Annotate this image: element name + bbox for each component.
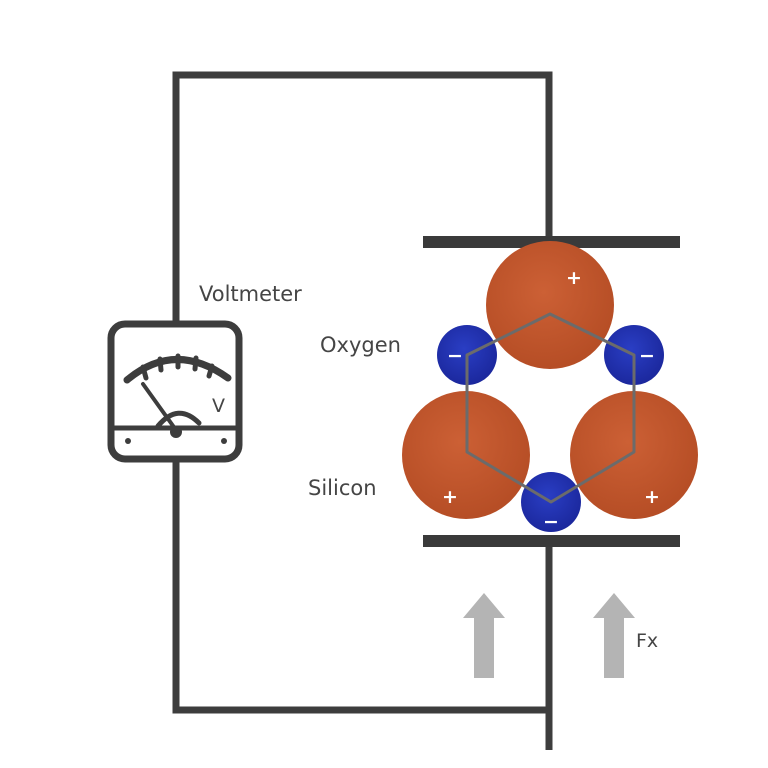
- circuit-wire: [172, 71, 553, 750]
- negative-charge: −: [639, 345, 655, 367]
- meter-terminal: [221, 438, 227, 444]
- bottom-plate: [423, 535, 680, 547]
- meter-tick: [140, 364, 149, 381]
- analog-voltmeter-icon: [113, 353, 237, 444]
- meter-terminal: [125, 438, 131, 444]
- up-arrow-icon: [593, 593, 635, 678]
- force-label: Fx: [636, 630, 658, 652]
- silicon-atom-left: [402, 391, 530, 519]
- positive-charge: +: [644, 486, 660, 508]
- negative-charge: −: [543, 511, 559, 533]
- positive-charge: +: [442, 486, 458, 508]
- meter-needle-icon: [141, 382, 178, 432]
- charge-signs: + + + − − −: [442, 267, 660, 533]
- voltmeter: V: [107, 320, 243, 463]
- silicon-atom-right: [570, 391, 698, 519]
- silicon-atom-top: [486, 241, 614, 369]
- force-arrows: [463, 593, 635, 678]
- meter-tick: [157, 356, 164, 373]
- meter-tick: [192, 355, 199, 372]
- meter-tick: [206, 363, 215, 379]
- negative-charge: −: [447, 345, 463, 367]
- oxygen-label: Oxygen: [320, 333, 401, 357]
- voltmeter-body: [107, 320, 243, 463]
- hexagon-bond: [465, 312, 636, 504]
- silicon-atoms: [402, 241, 698, 519]
- wire-top: [172, 71, 553, 324]
- voltmeter-label: Voltmeter: [199, 282, 302, 306]
- wire-bottom: [172, 459, 549, 714]
- up-arrow-icon: [463, 593, 505, 678]
- meter-pivot-arc: [155, 410, 202, 429]
- meter-unit-label: V: [212, 395, 225, 417]
- positive-charge: +: [566, 267, 582, 289]
- silicon-label: Silicon: [308, 476, 377, 500]
